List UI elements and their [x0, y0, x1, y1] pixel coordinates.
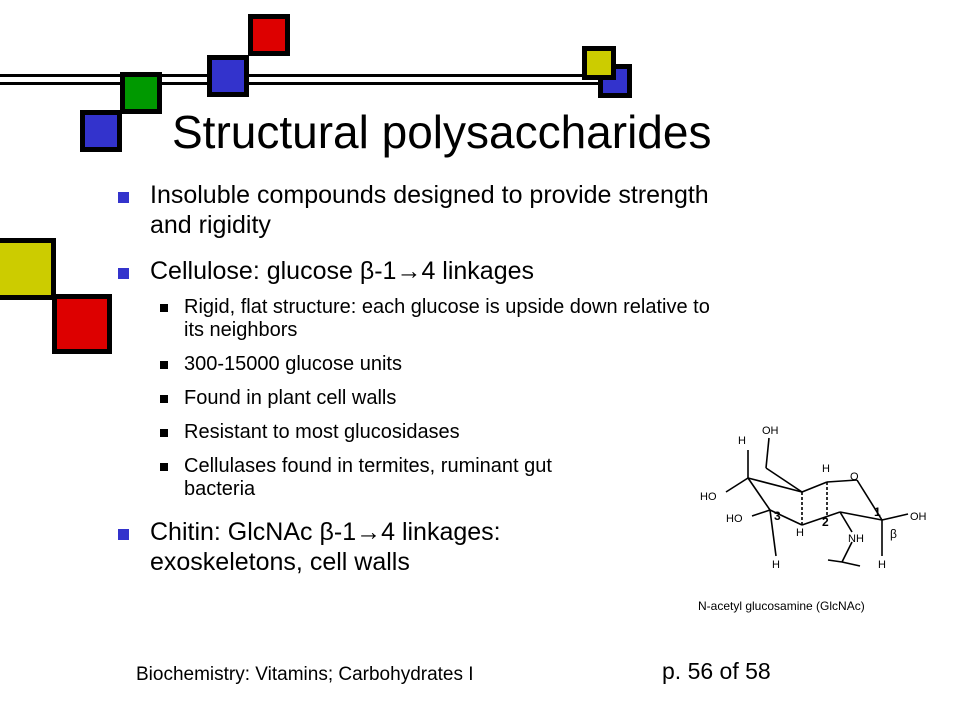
- label-beta: β: [890, 527, 897, 541]
- label-c2: 2: [822, 515, 829, 529]
- cellulose-sub-list: Rigid, flat structure: each glucose is u…: [160, 296, 718, 501]
- label-h-top: H: [738, 435, 746, 447]
- decor-square-blue-top: [207, 55, 249, 97]
- label-ho-bottom: HO: [726, 513, 743, 525]
- decor-line-bottom: [0, 82, 610, 85]
- label-nh: NH: [848, 533, 864, 545]
- label-h-bottom-left: H: [772, 559, 780, 571]
- label-c3: 3: [774, 509, 781, 523]
- sub-bullet-plant-cell-walls: Found in plant cell walls: [160, 387, 718, 410]
- bullet-list: Insoluble compounds designed to provide …: [118, 180, 718, 593]
- label-h-mid: H: [796, 527, 804, 539]
- bullet-insoluble: Insoluble compounds designed to provide …: [118, 180, 718, 240]
- label-h-bottom-right: H: [878, 559, 886, 571]
- label-c1: 1: [874, 505, 881, 519]
- bullet-chitin: Chitin: GlcNAc β-1→4 linkages: exoskelet…: [118, 517, 650, 577]
- decor-square-yellow-right: [582, 46, 616, 80]
- label-ho-left: HO: [700, 491, 717, 503]
- decor-square-blue-left: [80, 110, 122, 152]
- footer-course: Biochemistry: Vitamins; Carbohydrates I: [136, 664, 474, 685]
- figure-caption: N-acetyl glucosamine (GlcNAc): [698, 599, 865, 613]
- glcnac-structure: H OH HO HO 3 2 1 H O OH β NH H H H N-ace…: [698, 425, 927, 613]
- label-oh-right: OH: [910, 511, 927, 523]
- label-h-ring: H: [822, 463, 830, 475]
- decor-square-yellow-left: [0, 238, 56, 300]
- label-oh-top: OH: [762, 425, 779, 437]
- bullet-cellulose: Cellulose: glucose β-1→4 linkages Rigid,…: [118, 256, 718, 501]
- ring-bonds: [725, 437, 909, 567]
- sub-bullet-glucose-units: 300-15000 glucose units: [160, 353, 718, 376]
- sub-bullet-resistant: Resistant to most glucosidases: [160, 421, 718, 444]
- sub-bullet-cellulases: Cellulases found in termites, ruminant g…: [160, 455, 604, 501]
- decor-square-red-top: [248, 14, 290, 56]
- decor-square-green: [120, 72, 162, 114]
- bullet-cellulose-text: Cellulose: glucose β-1→4 linkages: [150, 257, 535, 285]
- footer-page-number: p. 56 of 58: [662, 658, 771, 684]
- label-o-ring: O: [850, 471, 859, 483]
- decor-square-red-left: [52, 294, 112, 354]
- slide-title: Structural polysaccharides: [172, 106, 712, 158]
- sub-bullet-rigid: Rigid, flat structure: each glucose is u…: [160, 296, 718, 342]
- decor-line-top: [0, 74, 610, 77]
